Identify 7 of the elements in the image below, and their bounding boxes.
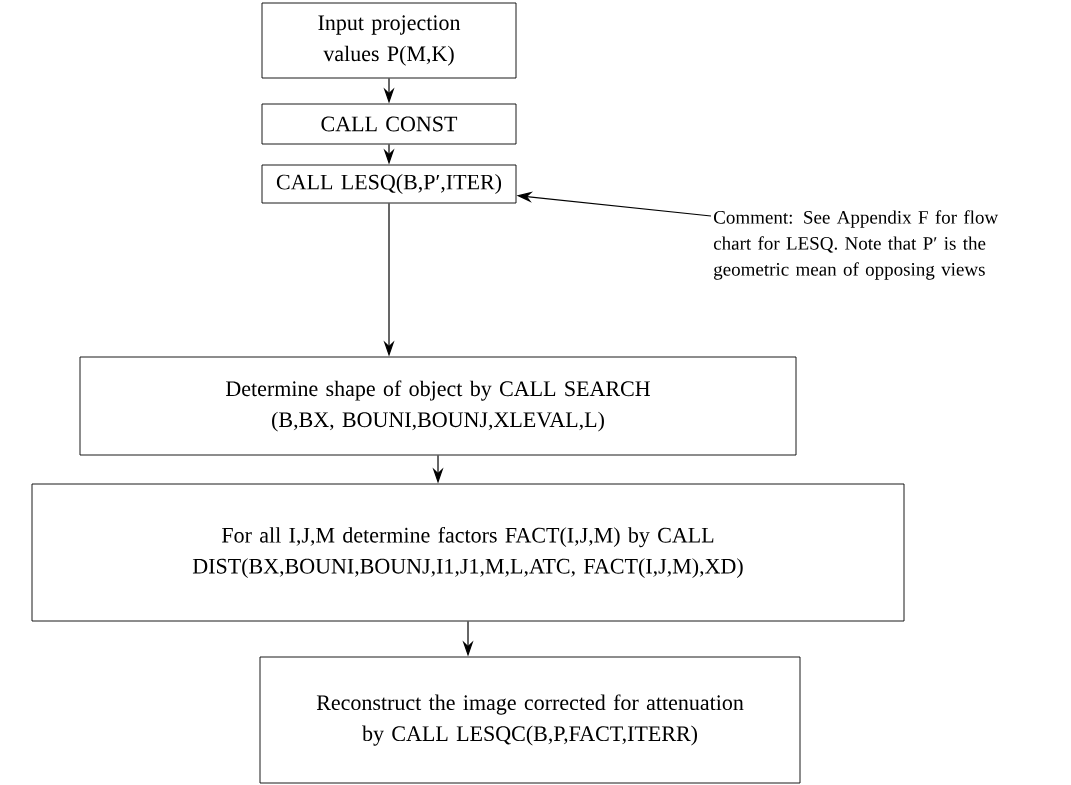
comment-text: Comment: See Appendix F for flow chart for LESQ. Note that P′ is the geometric mean of opposing views <box>713 210 999 280</box>
process-box: Reconstruct the image corrected for attenuation by CALL LESQC(B,P,FACT,ITERR) <box>259 656 801 784</box>
process-box: CALL CONST <box>261 103 517 145</box>
process-box: For all I,J,M determine factors FACT(I,J,M) by CALL DIST(BX,BOUNI,BOUNJ,I1,J1,M,L,ATC, FACT(I,J,M),XD) <box>31 483 905 622</box>
process-box: Input projection values P(M,K) <box>261 2 517 79</box>
process-box: Determine shape of object by CALL SEARCH (B,BX, BOUNI,BOUNJ,XLEVAL,L) <box>79 356 797 456</box>
process-box: CALL LESQ(B,P′,ITER) <box>261 164 517 204</box>
